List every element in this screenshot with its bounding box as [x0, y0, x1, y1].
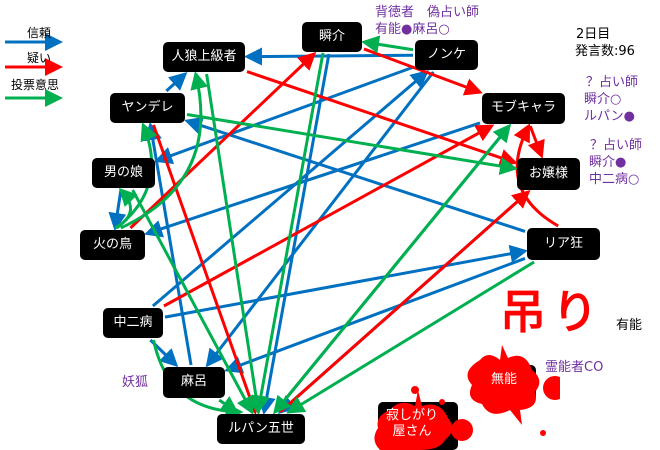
node-shunsuke[interactable]: 瞬介	[302, 22, 362, 52]
edge-doubt-mob-to-ojou	[527, 125, 545, 159]
blood-splatter	[374, 345, 560, 450]
legend-doubt-label: 疑い	[27, 51, 52, 65]
note-shunsuke-result: 有能●麻呂○	[375, 22, 450, 37]
edge-vote-jinro-to-lupin	[205, 73, 266, 415]
edge-vote-riakyo-to-lupin	[286, 260, 535, 414]
edge-trust-chuni-to-nonke	[151, 70, 429, 308]
legend	[5, 33, 63, 107]
node-ojou[interactable]: お嬢様	[517, 158, 580, 190]
edge-vote-nonke-to-shunsuke	[361, 35, 414, 54]
node-lupin[interactable]: ルパン五世	[217, 414, 305, 444]
edge-doubt-yandere-to-lupin	[152, 124, 259, 415]
legend-trust-label: 信頼	[27, 26, 52, 40]
edge-trust-maro-to-yandere	[144, 122, 193, 366]
edge-vote-hinotori-to-otoko	[114, 187, 138, 230]
edge-trust-nonke-to-otoko	[154, 65, 414, 165]
note-ojou-result-1: 瞬介●	[589, 155, 627, 170]
node-yandere[interactable]: ヤンデレ	[110, 93, 185, 123]
edge-vote-otoko-to-lupin	[131, 189, 254, 415]
edge-trust-chuni-to-riakyo	[164, 244, 528, 319]
note-shunsuke-role: 背徳者 偽占い師	[375, 5, 480, 20]
note-mob-role: ？占い師	[586, 75, 639, 90]
edge-doubt-shunsuke-to-mob	[363, 47, 483, 96]
node-chuni[interactable]: 中二病	[103, 308, 163, 338]
post-count: 発言数:96	[575, 44, 635, 59]
node-otoko[interactable]: 男の娘	[92, 158, 155, 188]
edge-vote-lupin-to-mob	[273, 123, 512, 413]
note-ojou-result-2: 中二病○	[589, 172, 640, 187]
node-maro[interactable]: 麻呂	[163, 367, 225, 398]
edge-doubt-jinro-to-ojou	[246, 70, 518, 167]
node-mob[interactable]: モブキャラ	[482, 93, 565, 124]
hanged-label: 吊り	[500, 285, 604, 339]
note-maro-role: 妖狐	[122, 375, 149, 390]
edge-vote-hinotori-to-jinro	[120, 71, 208, 230]
edge-trust-yandere-to-jinro	[165, 71, 188, 93]
note-munou-role: 霊能者CO	[545, 360, 604, 375]
node-riakyo[interactable]: リア狂	[527, 228, 600, 260]
edge-trust-otoko-to-hinotori	[108, 189, 127, 231]
edge-trust-mob-to-hinotori	[144, 121, 481, 238]
edge-doubt-chuni-to-mob	[163, 124, 495, 308]
node-hinotori[interactable]: 火の鳥	[80, 230, 145, 260]
edge-vote-shunsuke-to-lupin	[251, 52, 325, 414]
edge-vote-yandere-to-ojou	[186, 113, 518, 175]
day-label: 2日目	[576, 27, 611, 42]
hanged-name: 有能	[616, 318, 643, 333]
node-nonke[interactable]: ノンケ	[415, 40, 478, 70]
edge-vote-maro-to-lupin	[218, 396, 239, 414]
edge-trust-riakyo-to-yandere	[184, 117, 526, 233]
edge-doubt-lupin-to-ojou	[279, 190, 531, 414]
legend-vote-label: 投票意思	[11, 78, 60, 92]
node-jinro[interactable]: 人狼上級者	[163, 42, 245, 72]
node-sabishi[interactable]: 寂しがり屋さん	[385, 407, 438, 439]
note-ojou-role: ？占い師	[590, 138, 643, 153]
note-mob-result-1: 瞬介○	[584, 92, 622, 107]
node-munou[interactable]: 無能	[490, 371, 517, 387]
edge-trust-riakyo-to-maro	[224, 257, 526, 374]
note-mob-result-2: ルパン●	[584, 109, 635, 124]
